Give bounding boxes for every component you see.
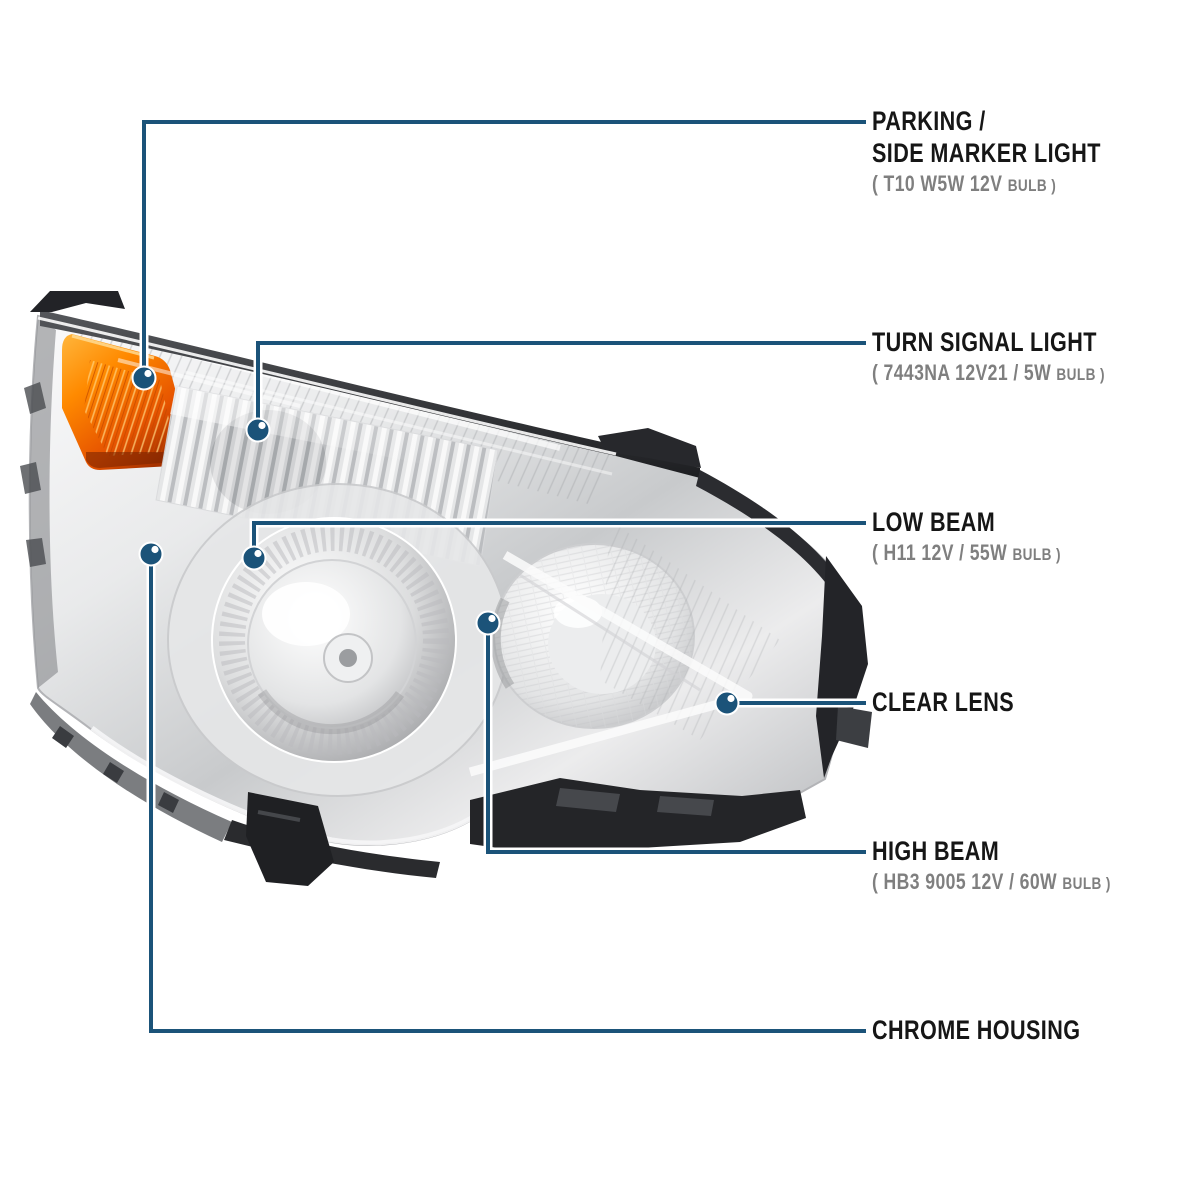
clear-lens-area	[468, 520, 780, 777]
low-beam-lens	[167, 483, 509, 797]
label-title: HIGH BEAM	[872, 836, 1000, 866]
mounting-bracket	[224, 778, 806, 886]
mounting-tab-right	[598, 428, 701, 468]
callout-dot-turn-signal-light	[245, 417, 271, 443]
label-title: TURN SIGNAL LIGHT	[872, 327, 1097, 357]
label-turn-signal-light: TURN SIGNAL LIGHT ( 7443NA 12V21 / 5W BU…	[872, 326, 1163, 389]
callout-line-casing-chrome-housing	[146, 554, 866, 1036]
label-parking-side-marker-light: PARKING / SIDE MARKER LIGHT ( T10 W5W 12…	[872, 105, 1158, 200]
callout-dot-chrome-housing	[138, 541, 164, 567]
callout-dot-highlight-low-beam	[254, 549, 262, 558]
label-chrome-housing: CHROME HOUSING	[872, 1014, 1133, 1046]
label-title: CHROME HOUSING	[872, 1015, 1081, 1045]
mounting-tab-left	[30, 291, 125, 312]
callout-line-chrome-housing	[149, 554, 866, 1033]
label-bulb-spec: ( HB3 9005 12V / 60W BULB )	[872, 869, 1111, 894]
callout-dot-high-beam	[475, 610, 501, 636]
callout-dot-low-beam	[241, 545, 267, 571]
callout-dot-highlight-chrome-housing	[151, 545, 159, 554]
label-bulb-spec: ( T10 W5W 12V BULB )	[872, 171, 1057, 196]
label-low-beam: LOW BEAM ( H11 12V / 55W BULB )	[872, 506, 1108, 569]
callout-line-casing-high-beam	[483, 623, 866, 857]
callout-line-high-beam	[486, 623, 866, 854]
label-title: LOW BEAM	[872, 507, 996, 537]
label-high-beam: HIGH BEAM ( HB3 9005 12V / 60W BULB )	[872, 835, 1171, 898]
label-title: PARKING /	[872, 106, 986, 136]
callout-line-turn-signal-light	[256, 341, 866, 430]
label-bulb-spec: ( H11 12V / 55W BULB )	[872, 540, 1061, 565]
callout-dot-clear-lens	[714, 690, 740, 716]
callout-dot-highlight-parking-side-marker-light	[144, 369, 152, 378]
callout-line-parking-side-marker-light	[142, 120, 866, 378]
callout-line-casing-turn-signal-light	[253, 338, 866, 430]
callout-line-casing-low-beam	[249, 518, 866, 558]
callout-dot-highlight-turn-signal-light	[258, 421, 266, 430]
callout-dot-parking-side-marker-light	[131, 365, 157, 391]
label-title: CLEAR LENS	[872, 687, 1015, 717]
callout-dot-highlight-high-beam	[488, 614, 496, 623]
label-title: SIDE MARKER LIGHT	[872, 138, 1101, 168]
callout-line-low-beam	[252, 521, 866, 558]
label-clear-lens: CLEAR LENS	[872, 686, 1050, 718]
label-bulb-spec: ( 7443NA 12V21 / 5W BULB )	[872, 360, 1105, 385]
rear-housing-parts	[816, 556, 868, 778]
callout-dot-highlight-clear-lens	[727, 694, 735, 703]
